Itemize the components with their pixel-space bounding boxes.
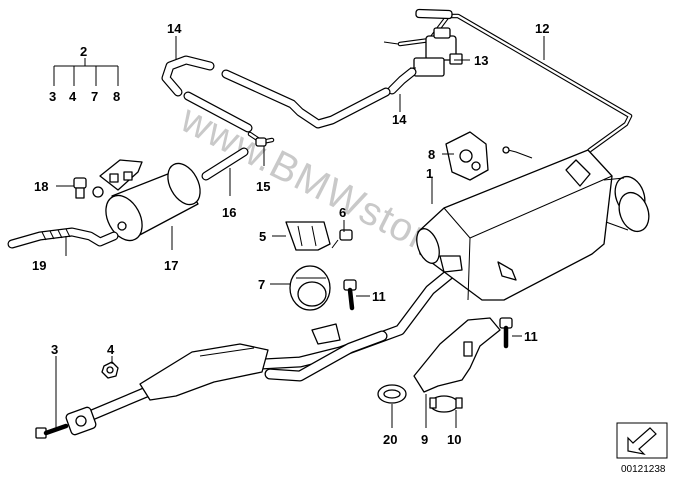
callout-1: 1 [426, 166, 433, 181]
hose-part-14-right [387, 67, 417, 95]
bracket-part-5 [285, 221, 331, 251]
valve-part-13 [410, 27, 463, 77]
diagram-reference-number: 00121238 [621, 464, 666, 475]
callout-17: 17 [164, 258, 178, 273]
callout-13: 13 [474, 53, 488, 68]
screw-part-18 [73, 177, 104, 199]
rubber-mount-part-8 [445, 131, 489, 181]
callout-14-right: 14 [392, 112, 407, 127]
callout-15: 15 [256, 179, 270, 194]
bolt-part-11-right [499, 317, 513, 349]
canister-part-17 [99, 159, 201, 242]
rear-muffler-part-1 [416, 146, 650, 301]
connector-part-15 [247, 131, 275, 147]
callout-3-bottom: 3 [51, 342, 58, 357]
hose-part-16 [201, 147, 249, 181]
callout-12: 12 [535, 21, 549, 36]
callout-labels: 1 2 3 4 7 8 3 4 5 6 7 8 9 10 11 11 12 13… [32, 21, 549, 447]
callout-9: 9 [421, 432, 428, 447]
callout-14-top: 14 [167, 21, 182, 36]
callout-10: 10 [447, 432, 461, 447]
callout-8-bottom: 8 [428, 147, 435, 162]
callout-5: 5 [259, 229, 266, 244]
clamp-part-10 [429, 341, 473, 413]
hose-part-14-top [161, 55, 215, 97]
clamp-part-20 [377, 384, 407, 404]
bolt-part-3 [35, 423, 69, 439]
callout-7-bottom: 7 [258, 277, 265, 292]
callout-11-right: 11 [524, 329, 538, 344]
arrow-corner-icon [616, 422, 668, 459]
callout-11-middle: 11 [372, 289, 386, 304]
callout-20: 20 [383, 432, 397, 447]
callout-16: 16 [222, 205, 236, 220]
vent-line-part-12 [383, 8, 633, 165]
bolt-part-6 [331, 229, 353, 249]
hose-line-long [183, 69, 391, 133]
hose-part-19 [7, 227, 119, 249]
leader-lines [53, 36, 545, 428]
callout-4-bottom: 4 [107, 342, 115, 357]
callout-7-top: 7 [91, 89, 98, 104]
callout-2: 2 [80, 44, 87, 59]
callout-3-top: 3 [49, 89, 56, 104]
callout-18: 18 [34, 179, 48, 194]
heat-shield-part-9 [413, 317, 501, 393]
callout-6: 6 [339, 205, 346, 220]
callout-19: 19 [32, 258, 46, 273]
callout-8-top: 8 [113, 89, 120, 104]
rubber-mount-part-7 [289, 265, 331, 311]
nut-part-4 [101, 361, 119, 379]
front-pipe-assembly [65, 266, 458, 436]
callout-4-top: 4 [69, 89, 77, 104]
bolt-part-11-middle [343, 279, 357, 311]
